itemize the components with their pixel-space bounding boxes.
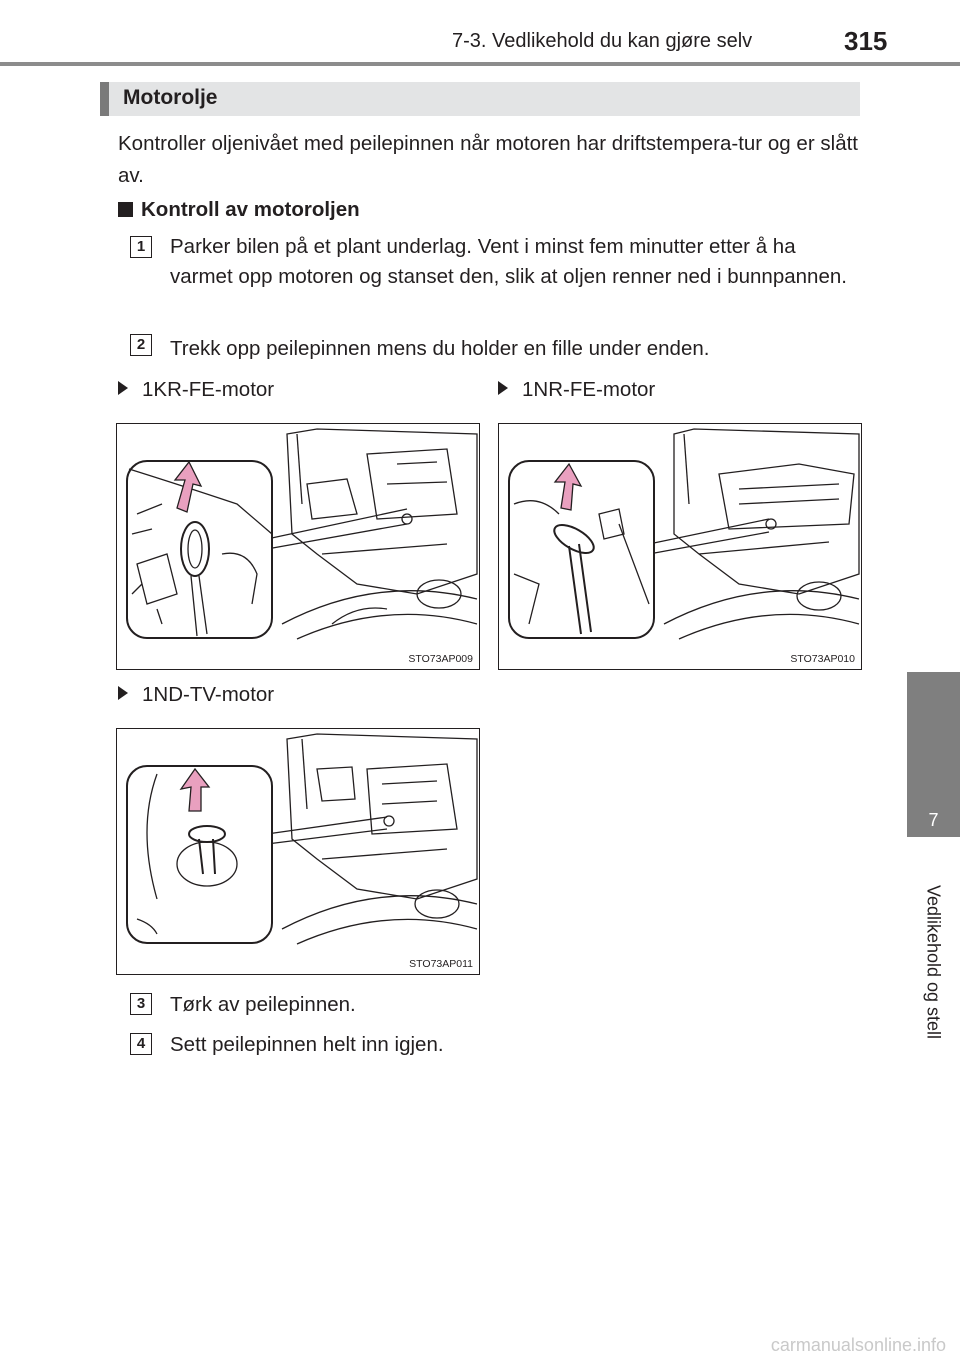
pull-up-arrow-icon — [553, 462, 583, 511]
header-divider — [0, 62, 960, 66]
chapter-side-tab: 7 — [907, 672, 960, 837]
pull-up-arrow-icon — [179, 767, 211, 812]
step-number-1: 1 — [130, 236, 152, 258]
watermark: carmanualsonline.info — [770, 1335, 946, 1355]
triangle-bullet-icon — [118, 686, 128, 700]
step-number-4: 4 — [130, 1033, 152, 1055]
page-number: 315 — [844, 26, 888, 56]
figure-label-1kr: 1KR-FE-motor — [118, 378, 274, 402]
figure-label-text: 1KR-FE-motor — [142, 378, 275, 401]
step-text-3: Tørk av peilepinnen. — [170, 993, 356, 1016]
chapter-title: 7-3. Vedlikehold du kan gjøre selv — [452, 30, 753, 52]
step-number-2: 2 — [130, 334, 152, 356]
figure-code: STO73AP011 — [409, 958, 473, 970]
figure-label-text: 1NR-FE-motor — [522, 378, 656, 401]
engine-illustration-1nr: STO73AP010 — [498, 423, 862, 670]
step-text-4: Sett peilepinnen helt inn igjen. — [170, 1033, 444, 1056]
step-text-2: Trekk opp peilepinnen mens du holder en … — [170, 337, 710, 360]
subheading: Kontroll av motoroljen — [118, 198, 360, 222]
triangle-bullet-icon — [118, 381, 128, 395]
chapter-number: 7 — [928, 810, 939, 830]
step-number-3: 3 — [130, 993, 152, 1015]
engine-bay-drawing — [126, 428, 478, 640]
chapter-side-label-text: Vedlikehold og stell — [923, 884, 944, 1040]
figure-code: STO73AP009 — [408, 653, 473, 665]
square-bullet-icon — [118, 202, 133, 217]
figure-label-text: 1ND-TV-motor — [142, 683, 275, 706]
step-text-1: Parker bilen på et plant underlag. Vent … — [170, 235, 847, 288]
subheading-text: Kontroll av motoroljen — [141, 198, 360, 221]
pull-up-arrow-icon — [173, 460, 203, 513]
triangle-bullet-icon — [498, 381, 508, 395]
engine-bay-drawing — [126, 733, 478, 945]
engine-bay-drawing — [508, 428, 860, 640]
figure-code: STO73AP010 — [790, 653, 855, 665]
engine-illustration-1kr: STO73AP009 — [116, 423, 480, 670]
intro-paragraph: Kontroller oljenivået med peilepinnen nå… — [118, 132, 858, 187]
engine-illustration-1nd: STO73AP011 — [116, 728, 480, 975]
section-heading-bar: Motorolje — [100, 82, 860, 116]
chapter-side-label: Vedlikehold og stell — [918, 872, 948, 1052]
section-title: Motorolje — [123, 86, 218, 109]
figure-label-1nd: 1ND-TV-motor — [118, 683, 274, 707]
figure-label-1nr: 1NR-FE-motor — [498, 378, 655, 402]
